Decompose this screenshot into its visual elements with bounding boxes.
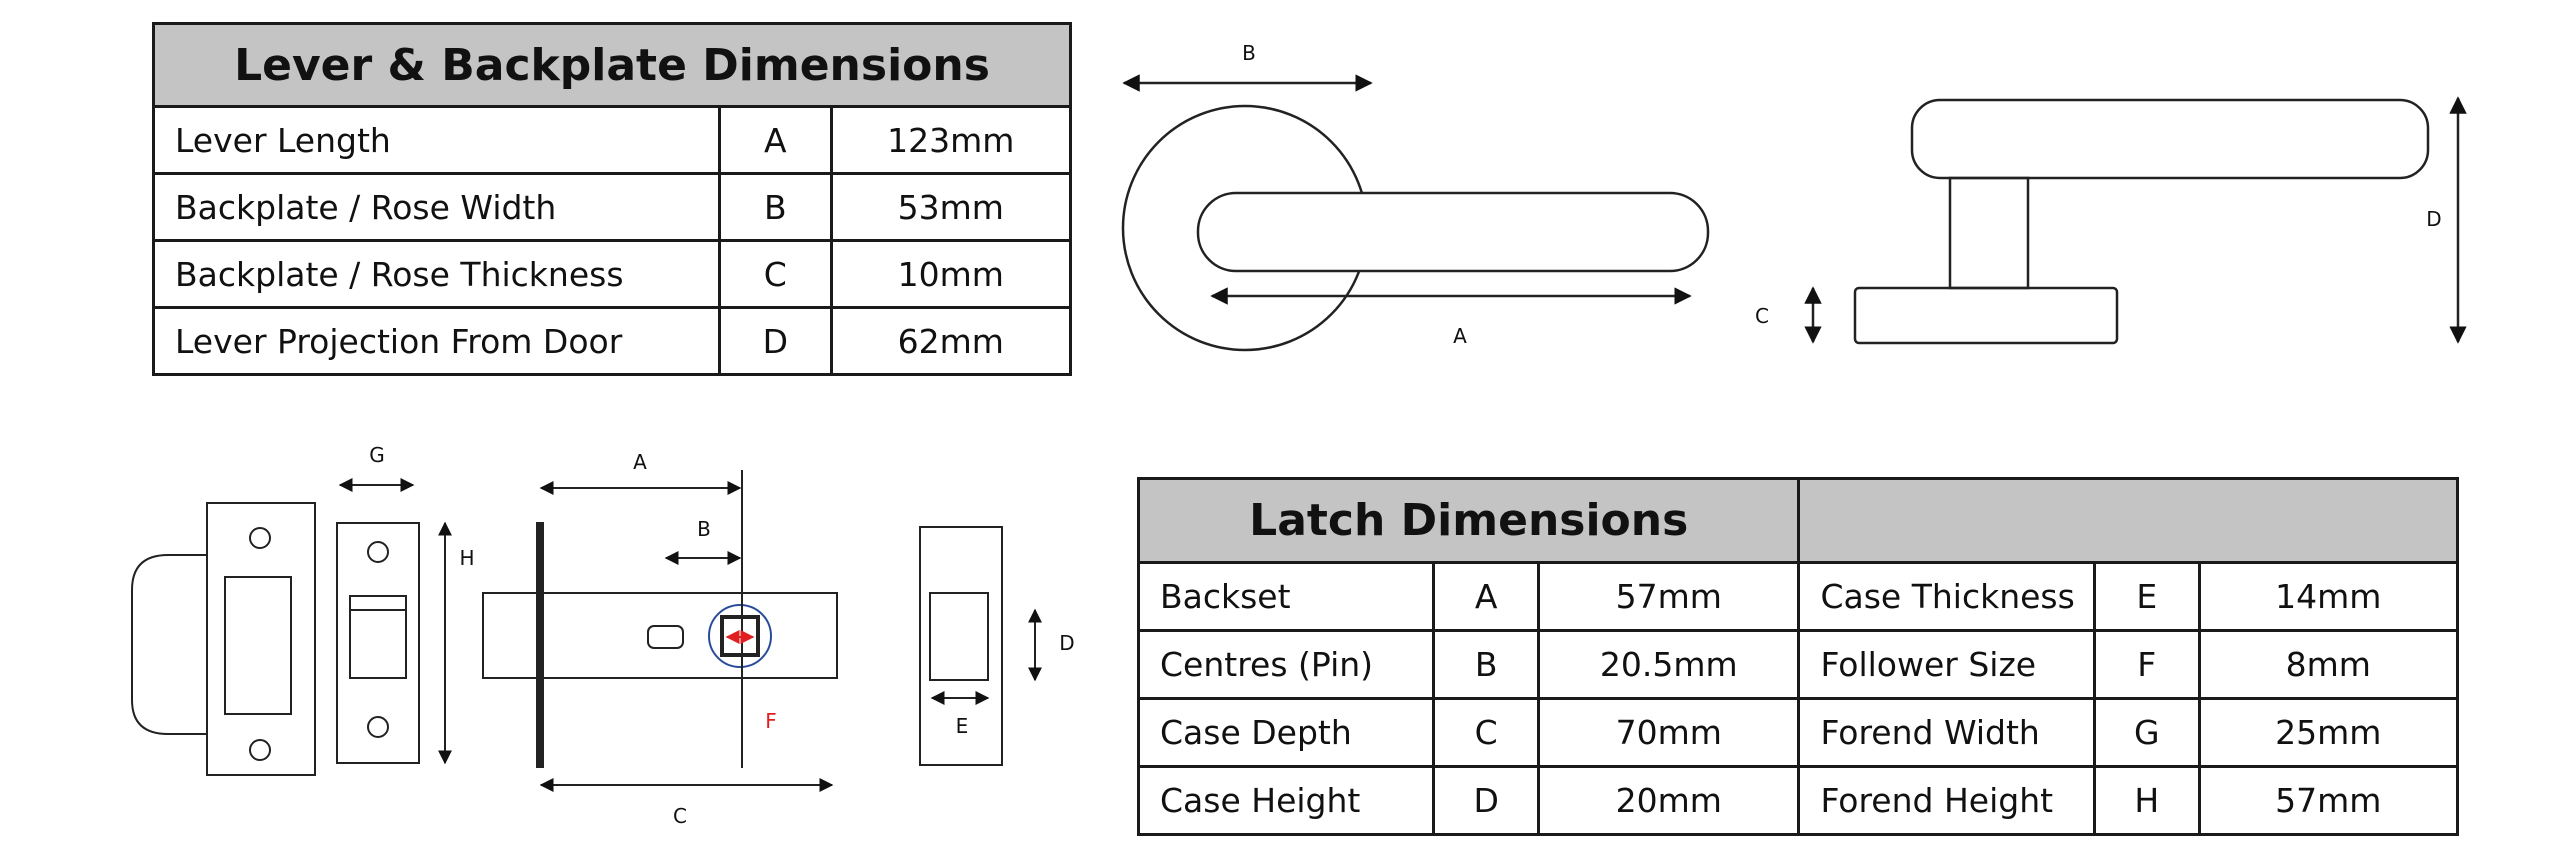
rose-outline	[1121, 104, 1369, 352]
row-value-2: 25mm	[2197, 697, 2460, 768]
lever-side-view	[1804, 96, 2467, 345]
forend-outline	[336, 522, 420, 764]
row-letter: A	[1432, 561, 1541, 632]
row-letter-2: F	[2092, 629, 2201, 700]
row-letter-2: H	[2092, 765, 2201, 836]
row-value: 53mm	[829, 172, 1073, 242]
latch-follower-square	[720, 615, 760, 657]
row-letter: D	[718, 306, 833, 376]
table-row: Backset A 57mm Case Thickness E 14mm	[1136, 561, 2460, 632]
lever-table-title: Lever & Backplate Dimensions	[152, 22, 1072, 108]
label-e: E	[956, 714, 969, 738]
table-row: Backplate / Rose Thickness C 10mm	[152, 239, 1073, 309]
lever-handle-outline	[1196, 191, 1710, 273]
striker-lip-outline	[131, 554, 207, 735]
row-value: 20mm	[1537, 765, 1801, 836]
row-label: Lever Projection From Door	[152, 306, 721, 376]
label-a: A	[1453, 324, 1467, 348]
forend-screw-top	[367, 541, 389, 563]
latch-diagram	[131, 470, 1042, 792]
row-value: 62mm	[829, 306, 1073, 376]
forend-latch-window	[349, 595, 407, 679]
row-label-2: Case Thickness	[1797, 561, 2096, 632]
row-label: Centres (Pin)	[1136, 629, 1436, 700]
row-letter: B	[718, 172, 833, 242]
latch-case-outline	[542, 592, 838, 679]
latch-pin-slot	[647, 625, 684, 649]
label-h: H	[459, 546, 474, 570]
lever-shank-outline	[1948, 176, 2030, 290]
rose-side-outline	[1853, 286, 2119, 345]
label-f: F	[765, 709, 777, 733]
latch-bolt-outline	[482, 592, 538, 679]
row-label: Case Depth	[1136, 697, 1436, 768]
row-value: 57mm	[1537, 561, 1801, 632]
table-row: Case Height D 20mm Forend Height H 57mm	[1136, 765, 2460, 836]
lever-front-view	[1121, 74, 1710, 352]
row-label-2: Forend Width	[1797, 697, 2096, 768]
label-a-latch: A	[633, 450, 647, 474]
striker-plate-outline	[206, 502, 316, 776]
lever-top-outline	[1910, 98, 2430, 180]
row-label-2: Forend Height	[1797, 765, 2096, 836]
lever-dimensions-table: Lever & Backplate Dimensions Lever Lengt…	[152, 22, 1073, 376]
latch-dimensions-table: Latch Dimensions Backset A 57mm Case Thi…	[1136, 477, 2460, 836]
label-g: G	[369, 443, 385, 467]
row-letter-2: G	[2092, 697, 2201, 768]
label-b-latch: B	[697, 517, 711, 541]
case-end-window	[929, 592, 989, 681]
label-c: C	[1755, 304, 1769, 328]
label-c-latch: C	[673, 804, 687, 828]
row-letter: A	[718, 105, 833, 175]
forend-screw-bottom	[367, 716, 389, 738]
table-row: Lever Projection From Door D 62mm	[152, 306, 1073, 376]
striker-opening	[224, 576, 292, 715]
label-d-latch: D	[1059, 631, 1074, 655]
row-value: 20.5mm	[1537, 629, 1801, 700]
table-row: Backplate / Rose Width B 53mm	[152, 172, 1073, 242]
row-letter: B	[1432, 629, 1541, 700]
row-label: Backplate / Rose Thickness	[152, 239, 721, 309]
latch-faceplate	[536, 522, 544, 768]
row-value: 70mm	[1537, 697, 1801, 768]
table-row: Lever Length A 123mm	[152, 105, 1073, 175]
row-letter: D	[1432, 765, 1541, 836]
row-letter: C	[1432, 697, 1541, 768]
row-value: 123mm	[829, 105, 1073, 175]
latch-table-title: Latch Dimensions	[1136, 477, 1801, 564]
case-end-outline	[919, 526, 1003, 766]
row-value: 10mm	[829, 239, 1073, 309]
row-letter-2: E	[2092, 561, 2201, 632]
row-value-2: 14mm	[2197, 561, 2460, 632]
table-row: Centres (Pin) B 20.5mm Follower Size F 8…	[1136, 629, 2460, 700]
row-label: Backset	[1136, 561, 1436, 632]
row-label-2: Follower Size	[1797, 629, 2096, 700]
row-value-2: 57mm	[2197, 765, 2460, 836]
latch-table-title-right	[1797, 477, 2459, 564]
table-row: Case Depth C 70mm Forend Width G 25mm	[1136, 697, 2460, 768]
row-label: Backplate / Rose Width	[152, 172, 721, 242]
row-label: Case Height	[1136, 765, 1436, 836]
row-value-2: 8mm	[2197, 629, 2460, 700]
striker-screw-top	[249, 527, 271, 549]
label-b: B	[1242, 41, 1256, 65]
striker-screw-bottom	[249, 739, 271, 761]
latch-follower-circle	[708, 604, 772, 668]
label-d: D	[2426, 207, 2441, 231]
row-letter: C	[718, 239, 833, 309]
row-label: Lever Length	[152, 105, 721, 175]
